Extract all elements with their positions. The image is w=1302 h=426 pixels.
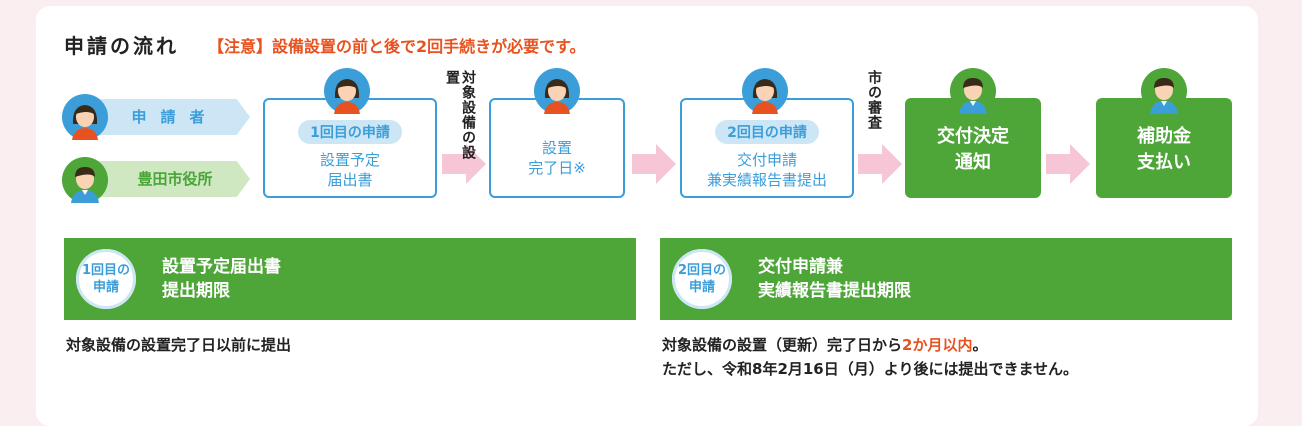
role-city-tag: 豊田市役所 xyxy=(84,161,250,197)
deadline-2-bar: 2回目の 申請 交付申請兼 実績報告書提出期限 xyxy=(660,238,1232,320)
deadline-1-title-line2: 提出期限 xyxy=(162,281,230,301)
deadline-1-note: 対象設備の設置完了日以前に提出 xyxy=(66,336,292,354)
deadline-2-title-line1: 交付申請兼 xyxy=(758,257,843,277)
role-applicant-tag: 申請者 xyxy=(84,99,250,135)
step-3-line2: 兼実績報告書提出 xyxy=(706,171,827,189)
deadline-1-badge-line2: 申請 xyxy=(92,280,119,295)
deadline-2-note-line1: 対象設備の設置（更新）完了日から2か月以内。 xyxy=(662,333,1078,357)
deadline-2-title-line2: 実績報告書提出期限 xyxy=(758,281,911,301)
deadline-1-title: 設置予定届出書 提出期限 xyxy=(162,255,281,303)
deadline-1-badge: 1回目の 申請 xyxy=(76,249,136,309)
step-1-avatar-icon xyxy=(324,68,370,114)
step-2-line2: 完了日※ xyxy=(528,159,586,177)
notice-text: 【注意】設備設置の前と後で2回手続きが必要です。 xyxy=(208,37,586,56)
step-2-box: 設置 完了日※ xyxy=(489,98,625,198)
step-1-line2: 届出書 xyxy=(327,171,373,189)
deadline-2-note-post: 。 xyxy=(972,336,988,354)
step-1-badge: 1回目の申請 xyxy=(298,120,402,144)
arrow-right-icon xyxy=(858,144,902,184)
step-5-avatar-icon xyxy=(1141,68,1187,114)
step-4-avatar-icon xyxy=(950,68,996,114)
label-install: 対象設備の設置 xyxy=(444,70,476,160)
city-avatar-icon xyxy=(62,157,108,203)
deadline-2-title: 交付申請兼 実績報告書提出期限 xyxy=(758,255,911,303)
deadline-1-title-line1: 設置予定届出書 xyxy=(162,257,281,277)
deadline-2-badge: 2回目の 申請 xyxy=(672,249,732,309)
step-5-line1: 補助金 xyxy=(1137,126,1191,147)
step-3-line1: 交付申請 xyxy=(736,151,797,169)
deadline-2-note-emphasis: 2か月以内 xyxy=(902,336,973,354)
deadline-1-bar: 1回目の 申請 設置予定届出書 提出期限 xyxy=(64,238,636,320)
arrow-right-icon xyxy=(632,144,676,184)
step-5-line2: 支払い xyxy=(1137,152,1191,173)
flow-card xyxy=(36,6,1258,426)
deadline-2-note-pre: 対象設備の設置（更新）完了日から xyxy=(662,336,903,354)
step-3-avatar-icon xyxy=(742,68,788,114)
step-4-line2: 通知 xyxy=(955,152,991,173)
label-review: 市の審査 xyxy=(866,70,882,130)
step-4-line1: 交付決定 xyxy=(937,126,1009,147)
page-title: 申請の流れ xyxy=(64,34,179,58)
deadline-2-badge-line2: 申請 xyxy=(688,280,715,295)
deadline-1-badge-line1: 1回目の xyxy=(81,263,131,278)
step-4-box: 交付決定 通知 xyxy=(905,98,1041,198)
step-5-box: 補助金 支払い xyxy=(1096,98,1232,198)
step-2-line1: 設置 xyxy=(541,139,572,157)
step-2-avatar-icon xyxy=(534,68,580,114)
step-1-box: 1回目の申請 設置予定 届出書 xyxy=(263,98,437,198)
applicant-avatar-icon xyxy=(62,94,108,140)
step-3-badge: 2回目の申請 xyxy=(715,120,819,144)
deadline-2-badge-line1: 2回目の xyxy=(677,263,727,278)
deadline-2-note: 対象設備の設置（更新）完了日から2か月以内。 ただし、令和8年2月16日（月）よ… xyxy=(662,333,1078,381)
role-city-label: 豊田市役所 xyxy=(137,170,213,188)
arrow-right-icon xyxy=(1046,144,1090,184)
step-1-line1: 設置予定 xyxy=(319,151,380,169)
deadline-2-note-line2: ただし、令和8年2月16日（月）より後には提出できません。 xyxy=(662,360,1079,378)
